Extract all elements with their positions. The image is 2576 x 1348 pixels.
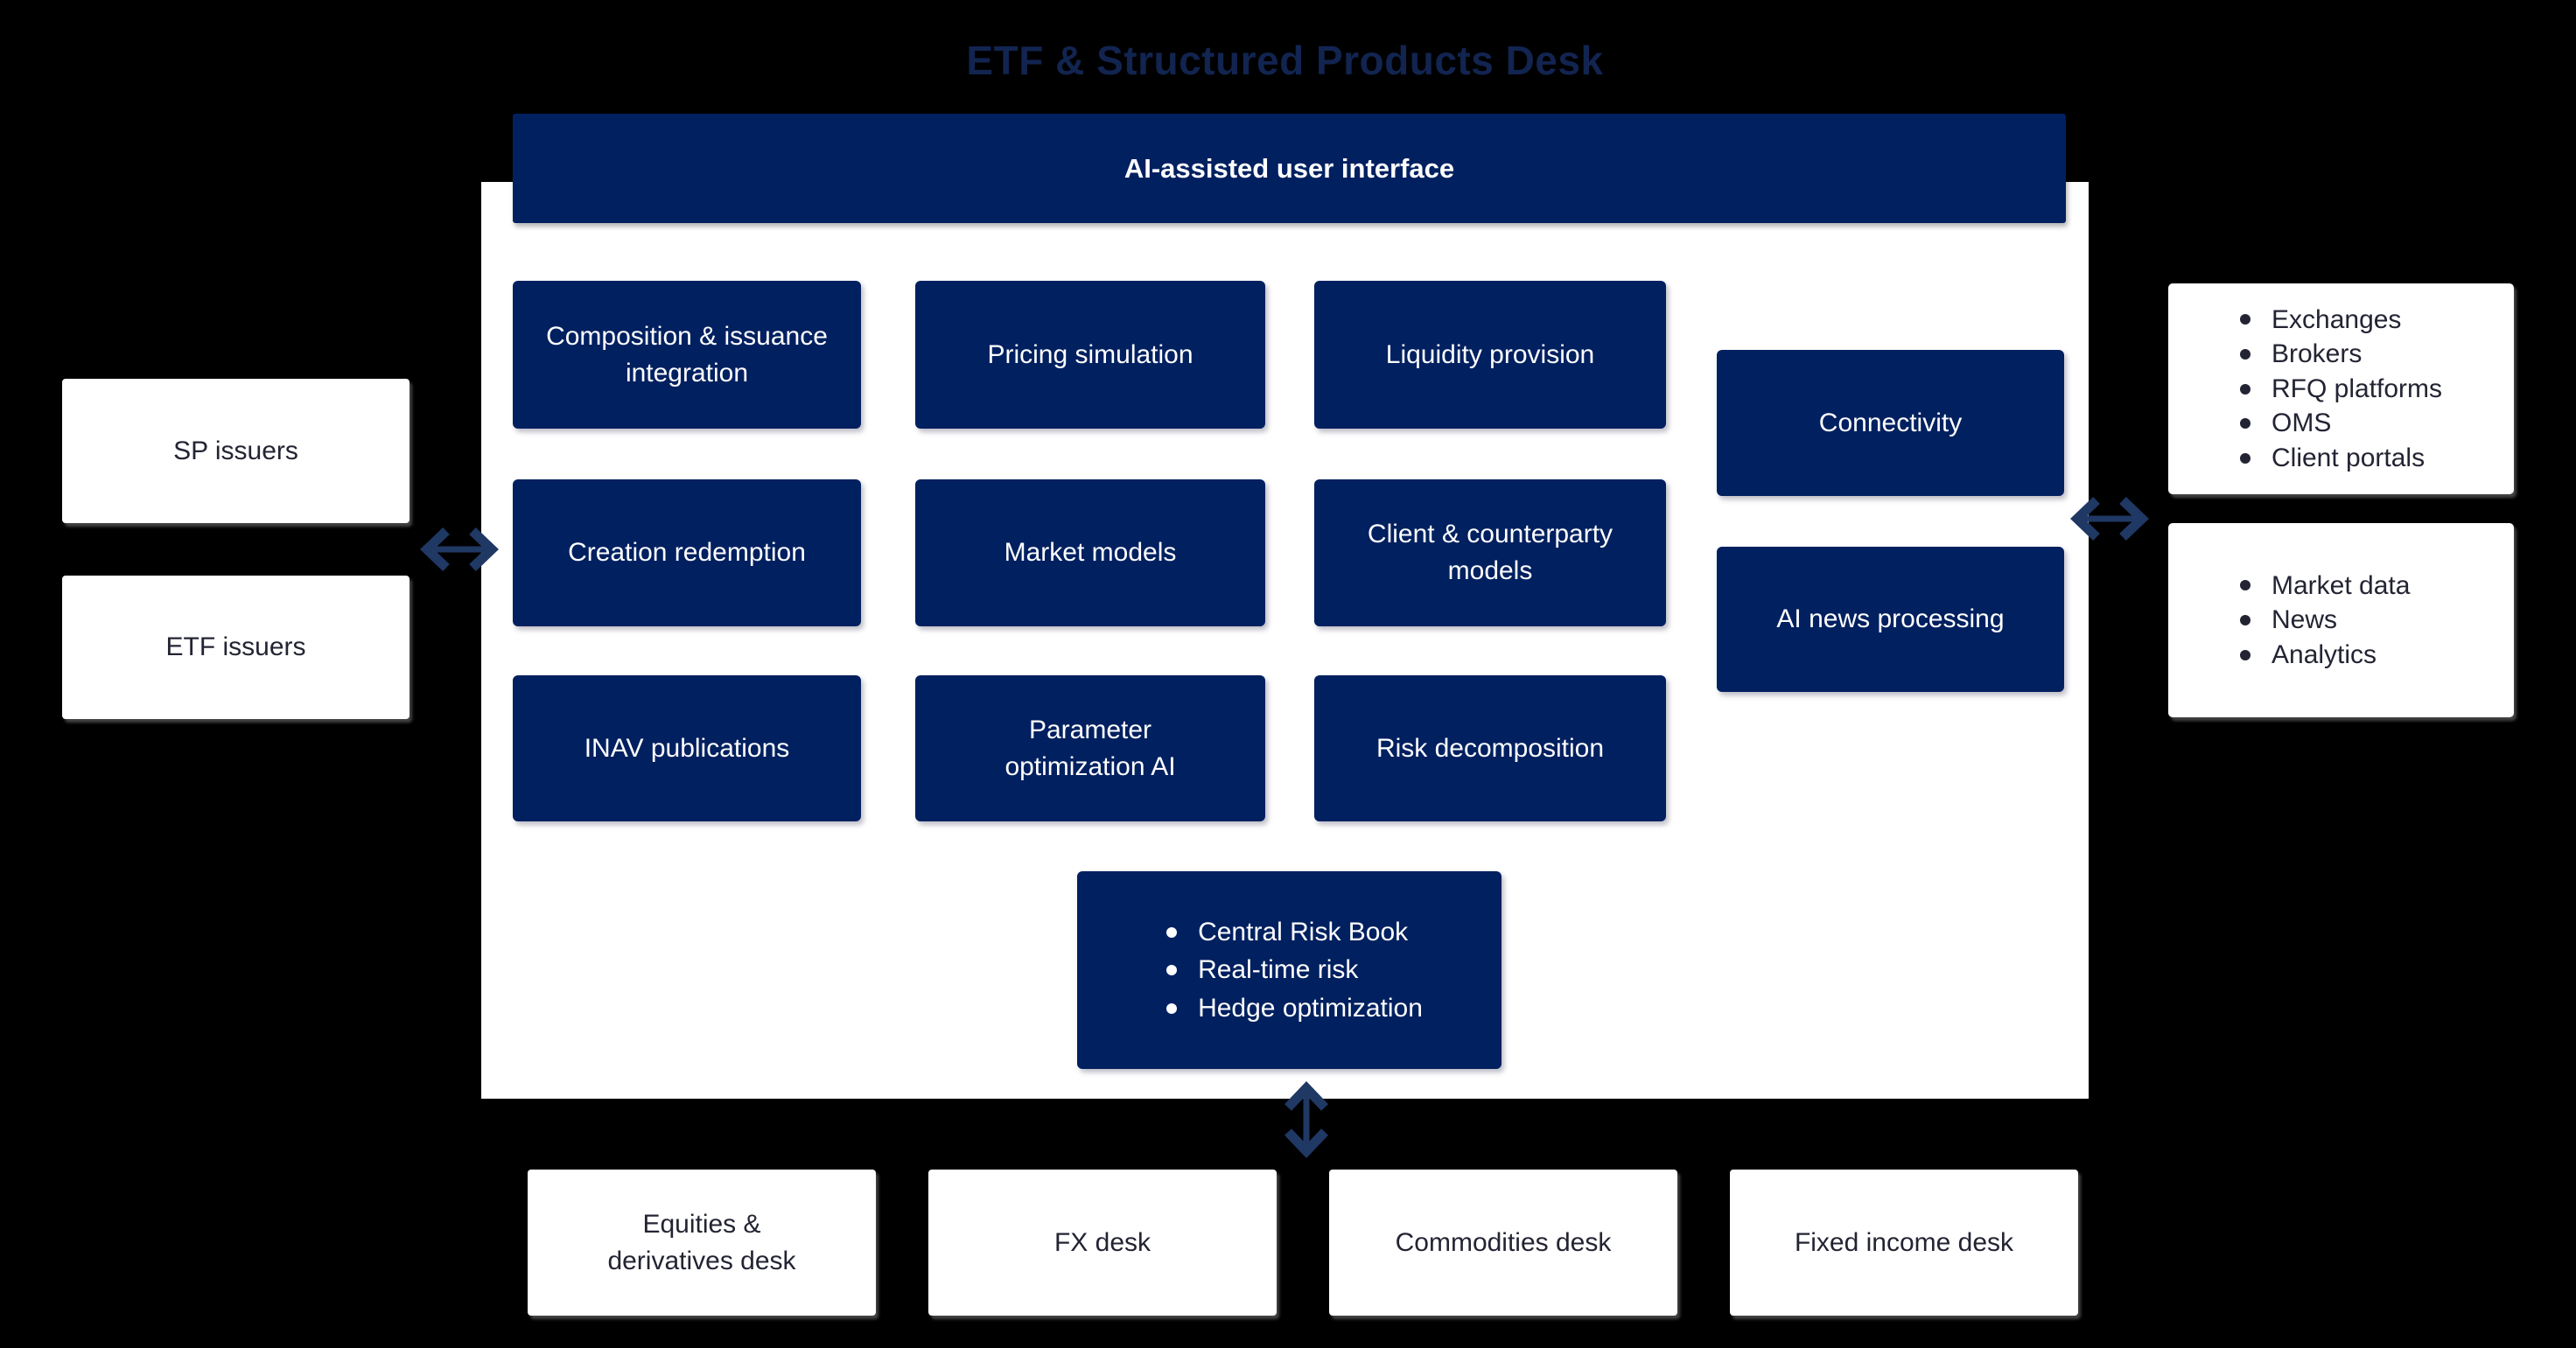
list-item: RFQ platforms bbox=[2230, 372, 2442, 407]
list-item: Brokers bbox=[2230, 337, 2442, 372]
issuers-bidirectional-arrow-icon bbox=[420, 525, 499, 574]
fixed-income-desk-box: Fixed income desk bbox=[1730, 1170, 2078, 1316]
sp-issuers-box: SP issuers bbox=[62, 379, 410, 523]
box-label: ETF issuers bbox=[165, 632, 306, 661]
box-label: Equities & derivatives desk bbox=[607, 1209, 796, 1275]
module-client-counterparty-models: Client & counterparty models bbox=[1314, 479, 1666, 626]
module-composition-issuance: Composition & issuance integration bbox=[513, 281, 861, 429]
module-market-models: Market models bbox=[915, 479, 1265, 626]
module-label: Composition & issuance integration bbox=[546, 321, 828, 388]
module-ai-news-processing: AI news processing bbox=[1717, 547, 2064, 692]
module-pricing-simulation: Pricing simulation bbox=[915, 281, 1265, 429]
module-label: Parameter optimization AI bbox=[1004, 715, 1176, 781]
module-creation-redemption: Creation redemption bbox=[513, 479, 861, 626]
box-label: SP issuers bbox=[173, 436, 298, 465]
list-item: OMS bbox=[2230, 406, 2442, 441]
module-label: Pricing simulation bbox=[987, 339, 1194, 369]
list-item: Hedge optimization bbox=[1156, 989, 1423, 1028]
list-item: Real-time risk bbox=[1156, 951, 1423, 989]
external-venues-list: Exchanges Brokers RFQ platforms OMS Clie… bbox=[2230, 303, 2442, 476]
module-label: AI news processing bbox=[1776, 604, 2005, 633]
box-label: Commodities desk bbox=[1395, 1227, 1612, 1257]
central-risk-book-box: Central Risk Book Real-time risk Hedge o… bbox=[1077, 871, 1502, 1069]
list-item: Analytics bbox=[2230, 638, 2410, 673]
module-label: Connectivity bbox=[1818, 408, 1963, 437]
desks-bidirectional-arrow-icon bbox=[1282, 1081, 1331, 1158]
module-label: INAV publications bbox=[584, 733, 790, 763]
external-data-list: Market data News Analytics bbox=[2230, 569, 2410, 673]
list-item: Exchanges bbox=[2230, 303, 2442, 338]
module-label: Liquidity provision bbox=[1385, 339, 1595, 369]
etf-issuers-box: ETF issuers bbox=[62, 576, 410, 719]
box-label: Fixed income desk bbox=[1794, 1227, 2014, 1257]
external-data-box: Market data News Analytics bbox=[2168, 523, 2514, 717]
ai-banner: AI-assisted user interface bbox=[513, 114, 2066, 223]
module-connectivity: Connectivity bbox=[1717, 350, 2064, 496]
module-label: Market models bbox=[1004, 538, 1177, 567]
module-label: Creation redemption bbox=[568, 538, 806, 567]
module-label: Client & counterparty models bbox=[1367, 520, 1614, 585]
module-liquidity-provision: Liquidity provision bbox=[1314, 281, 1666, 429]
list-item: Client portals bbox=[2230, 441, 2442, 476]
ai-banner-label: AI-assisted user interface bbox=[1124, 152, 1455, 184]
external-bidirectional-arrow-icon bbox=[2070, 494, 2149, 543]
module-parameter-optimization-ai: Parameter optimization AI bbox=[915, 675, 1265, 821]
list-item: News bbox=[2230, 603, 2410, 638]
module-inav-publications: INAV publications bbox=[513, 675, 861, 821]
equities-derivatives-desk-box: Equities & derivatives desk bbox=[528, 1170, 876, 1316]
external-venues-box: Exchanges Brokers RFQ platforms OMS Clie… bbox=[2168, 283, 2514, 494]
central-risk-list: Central Risk Book Real-time risk Hedge o… bbox=[1156, 913, 1423, 1028]
box-label: FX desk bbox=[1054, 1227, 1152, 1257]
list-item: Central Risk Book bbox=[1156, 913, 1423, 952]
list-item: Market data bbox=[2230, 569, 2410, 604]
page-title: ETF & Structured Products Desk bbox=[966, 38, 1604, 83]
module-risk-decomposition: Risk decomposition bbox=[1314, 675, 1666, 821]
commodities-desk-box: Commodities desk bbox=[1329, 1170, 1677, 1316]
module-label: Risk decomposition bbox=[1376, 733, 1605, 763]
fx-desk-box: FX desk bbox=[928, 1170, 1277, 1316]
